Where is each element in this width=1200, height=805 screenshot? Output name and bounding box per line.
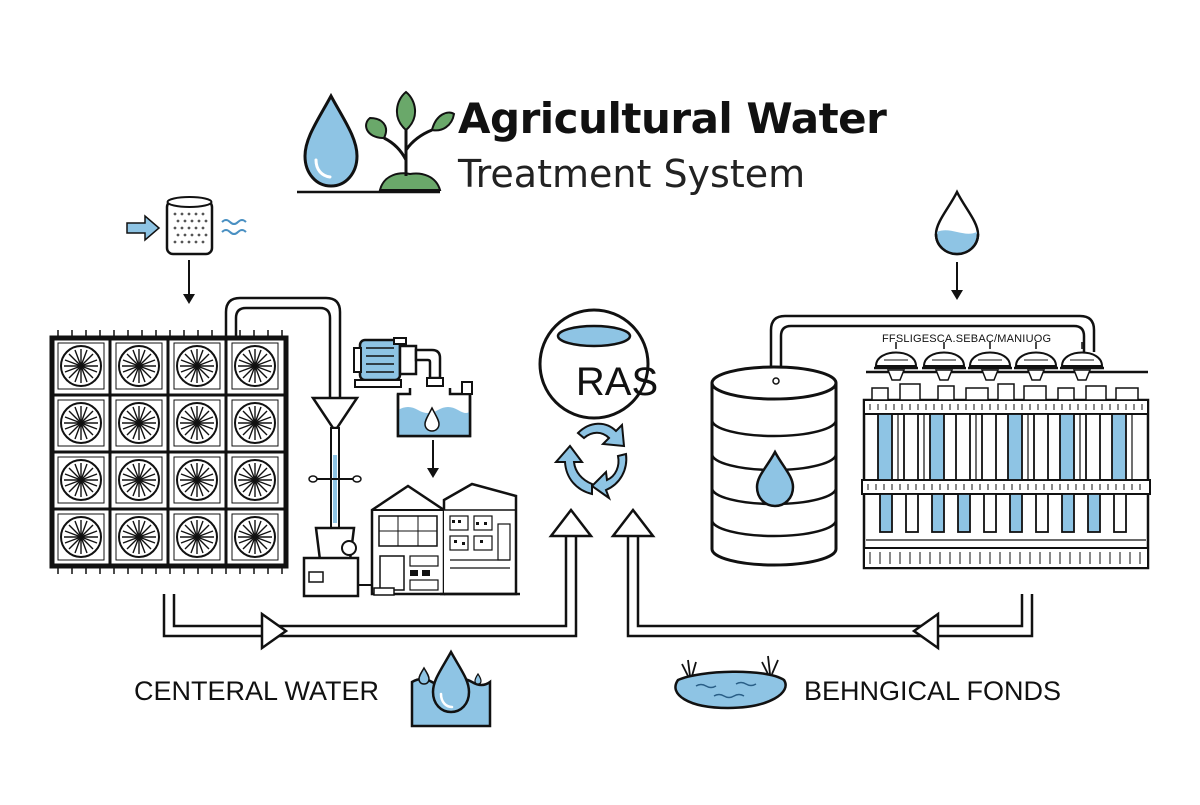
flow-line-left (162, 536, 578, 638)
water-drop-icon (303, 92, 359, 188)
flow-line-right (626, 536, 1034, 638)
label-ponds: BEHNGICAL FONDS (804, 676, 1062, 706)
wave-icon (221, 219, 247, 235)
up-arrow-right (610, 507, 656, 538)
down-arrow (951, 262, 963, 300)
treatment-building-icon (370, 482, 520, 596)
pump-icon (353, 337, 444, 388)
ras-badge (538, 308, 650, 420)
filtration-rack-icon (861, 340, 1151, 570)
solar-fan-array-icon (49, 330, 289, 574)
filtration-rack-label: FFSLIGESCA.SEBAC/MANIUOG (882, 333, 1052, 345)
flow-arrow-icon (126, 214, 161, 242)
label-central-water: CENTERAL WATER (134, 676, 380, 706)
water-source-icon (410, 649, 492, 728)
page-title: Agricultural Water (458, 94, 887, 143)
ras-label: RAS (575, 360, 659, 404)
water-drop-icon (934, 189, 980, 256)
recycle-arrows-icon (553, 422, 628, 501)
up-arrow-left (548, 507, 594, 538)
pond-icon (674, 655, 787, 710)
pipe-tank-to-rack (769, 314, 1096, 380)
pipe-array-to-hopper (224, 296, 342, 398)
filter-cartridge-icon (165, 196, 214, 256)
settling-tank-icon (396, 381, 473, 478)
flow-direction-arrow-right (911, 611, 940, 651)
plant-sprout-icon (365, 90, 456, 191)
page-subtitle: Treatment System (458, 152, 806, 196)
flow-direction-arrow (260, 611, 289, 651)
dosing-column-icon (302, 396, 372, 598)
down-arrow (183, 260, 195, 304)
storage-tank-icon (710, 365, 838, 567)
